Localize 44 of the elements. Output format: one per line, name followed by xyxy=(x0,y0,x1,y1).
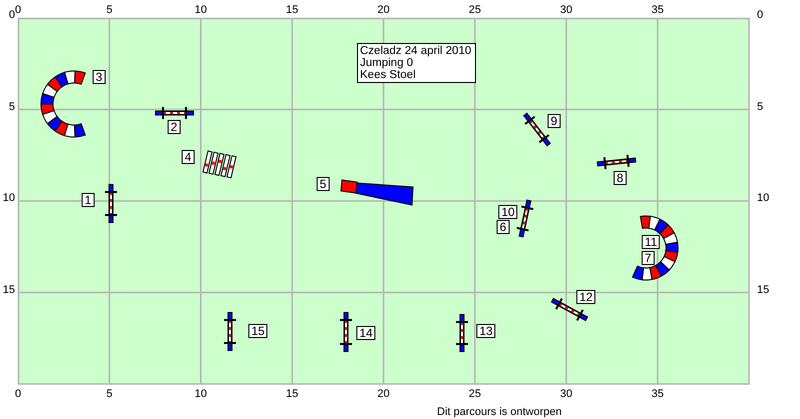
info-text: Kees Stoel xyxy=(360,69,417,81)
axis-tick-label: 15 xyxy=(757,284,770,296)
axis-tick-label: 10 xyxy=(194,388,207,400)
axis-tick-label: 25 xyxy=(468,388,481,400)
callout-number: 2 xyxy=(168,120,180,134)
axis-tick-label: 20 xyxy=(377,4,390,16)
callout-number: 9 xyxy=(548,114,560,128)
callout-number: 11 xyxy=(642,235,660,249)
callout-number: 12 xyxy=(576,290,596,304)
axis-tick-label: 0 xyxy=(757,9,764,21)
axis-tick-label: 25 xyxy=(468,4,481,16)
callout-number: 15 xyxy=(248,324,268,338)
info-text: Czeladz 24 april 2010 xyxy=(360,45,472,57)
info-panel xyxy=(357,43,476,83)
axis-tick-label: 10 xyxy=(757,192,770,204)
axis-tick-label: 15 xyxy=(2,284,15,296)
callout-number: 1 xyxy=(82,193,94,207)
footer-note: Dit parcours is ontworpen xyxy=(437,406,562,418)
callout-number: 3 xyxy=(92,70,106,84)
axis-tick-label: 0 xyxy=(8,9,15,21)
axis-tick-label: 5 xyxy=(106,4,112,16)
callout-number: 14 xyxy=(356,326,376,340)
axis-tick-label: 10 xyxy=(194,4,207,16)
axis-tick-label: 0 xyxy=(14,4,22,16)
axis-tick-label: 20 xyxy=(377,388,390,400)
info-text: Jumping 0 xyxy=(360,57,414,69)
axis-tick-label: 5 xyxy=(757,100,764,112)
axis-tick-label: 30 xyxy=(560,4,572,16)
axis-tick-label: 35 xyxy=(652,4,664,16)
axis-tick-label: 30 xyxy=(560,388,572,400)
callout-number: 4 xyxy=(182,150,194,164)
axis-tick-label: 15 xyxy=(286,4,298,16)
axis-tick-label: 10 xyxy=(2,192,15,204)
callout-number: 8 xyxy=(614,171,626,185)
callout-number: 13 xyxy=(476,324,496,338)
callout-number: 6 xyxy=(496,220,510,234)
axis-tick-label: 5 xyxy=(8,100,15,112)
axis-tick-label: 0 xyxy=(14,388,22,400)
callout-number: 7 xyxy=(642,251,654,265)
callout-number: 10 xyxy=(498,205,518,219)
callout-number: 5 xyxy=(316,177,330,191)
axis-tick-label: 35 xyxy=(652,388,664,400)
axis-tick-label: 15 xyxy=(286,388,298,400)
axis-tick-label: 5 xyxy=(106,388,112,400)
